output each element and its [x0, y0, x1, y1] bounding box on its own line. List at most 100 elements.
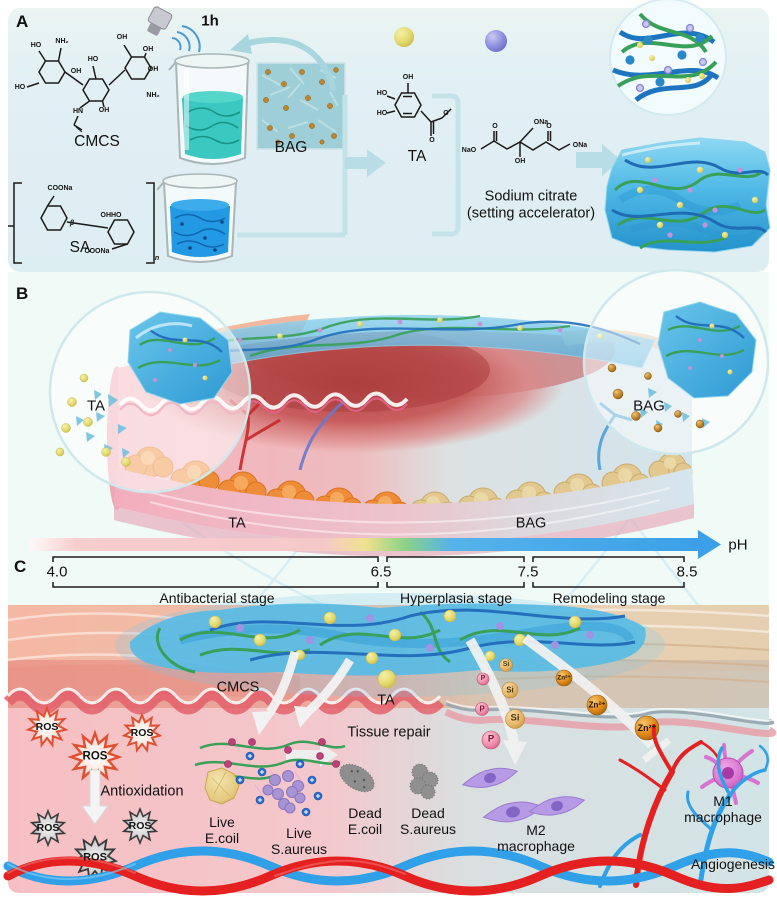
cmcs-atom: NH₂ [55, 37, 69, 45]
ros-label: ROS [36, 821, 60, 834]
antioxidation-label: Antioxidation [100, 783, 184, 800]
ros-label: ROS [130, 726, 154, 739]
cmcs-atom: HN [72, 107, 84, 115]
dead-ecoli-label: Dead E.coil [347, 804, 383, 837]
zn-ion-label: Zn²⁺ [588, 700, 606, 710]
ta-atom: O [429, 136, 435, 144]
arrow-to-ta [345, 149, 386, 177]
citrate-structure [480, 127, 571, 157]
beaker-cmcs [168, 53, 250, 165]
ros-label: ROS [83, 851, 107, 864]
cmcs-atom: OH [98, 106, 110, 114]
p-ion-label: P [479, 704, 485, 714]
zn-ion-label: Zn²⁺ [637, 722, 657, 733]
panel-b [8, 268, 770, 661]
cmcs-atom: OH [147, 65, 159, 73]
bar-bag-label: BAG [515, 515, 547, 532]
zn-ion-label: Zn²⁺ [557, 674, 571, 682]
combine-bracket [432, 93, 461, 237]
inset-bag-label: BAG [633, 397, 665, 415]
inset-ta-release [48, 290, 252, 494]
sa-atom: β [69, 219, 75, 227]
cmcs-atom: OH [142, 45, 154, 53]
bar-ta-label: TA [228, 515, 246, 532]
dead-saureus-label: Dead S.aureus [399, 804, 457, 837]
cmcs-atom: HO [87, 55, 99, 63]
m2-macrophage-label: M2 macrophage [497, 821, 575, 854]
citrate-atom: ONa [572, 141, 588, 149]
cmcs-atom: HO [30, 41, 42, 49]
ta-atom: OH [402, 73, 414, 81]
citrate-atom: O [546, 122, 552, 130]
ros-label: ROS [82, 750, 108, 763]
cmcs-atom: HO [14, 83, 26, 91]
cmcs-atom: NH₂ [146, 91, 160, 99]
p-ion-label: P [480, 674, 486, 682]
ta-atom: HO [376, 109, 388, 117]
beaker-sa [156, 173, 238, 263]
stage-label-remodeling: Remodeling stage [552, 589, 666, 606]
ta-atom: HO [376, 89, 388, 97]
sa-structure [8, 182, 155, 264]
sa-atom: n [154, 254, 160, 262]
cationic-dots [224, 738, 340, 817]
sa-name-label: SA [69, 239, 91, 257]
ph-tick: 8.5 [676, 563, 698, 581]
sa-atom: COONa [47, 184, 73, 192]
cmcs-release-label: CMCS [216, 679, 260, 696]
ta-spheres [55, 373, 131, 467]
ph-tick: 6.5 [370, 563, 392, 581]
citrate-name-label: Sodium citrate [484, 188, 578, 205]
sonication-waves-icon [171, 25, 201, 53]
bag-particles [607, 363, 705, 433]
citrate-atom: NaO [461, 146, 477, 154]
inset-bag-release [582, 268, 770, 456]
ta-structure [386, 83, 452, 136]
hydrogel-slab-c [115, 593, 665, 697]
cmcs-structure [26, 44, 152, 133]
ta-name-label: TA [407, 148, 427, 166]
wedge-hydrogel-cap [149, 314, 656, 379]
ph-brackets [52, 556, 685, 588]
bag-name-label: BAG [274, 139, 308, 157]
network-inset-circle [609, 0, 727, 116]
sa-atom: COONa [84, 247, 110, 255]
arrow-kill [286, 743, 338, 767]
ultrasound-probe-icon [147, 6, 201, 53]
ta-release-label: TA [377, 692, 395, 709]
bottom-vessels [3, 846, 774, 896]
inhibit-bar [641, 737, 672, 763]
bacteria-cluster [194, 738, 439, 817]
ta-atom: O [443, 109, 449, 117]
antioxidation-arrow [81, 769, 109, 825]
panel-c-label: C [14, 557, 27, 576]
si-ion-label: Si [506, 685, 514, 695]
angiogenesis-label: Angiogenesis [690, 855, 776, 872]
cmcs-atom: OH [116, 33, 128, 41]
cmcs-name-label: CMCS [74, 133, 120, 151]
live-ecoli-label: Live E.coil [204, 813, 240, 846]
si-ion-label: Si [502, 660, 510, 668]
ros-label: ROS [128, 819, 152, 832]
stage-label-antibacterial: Antibacterial stage [159, 589, 275, 606]
tissue-repair-label: Tissue repair [347, 724, 431, 741]
ph-label: pH [728, 536, 748, 554]
citrate-atom: OH [514, 157, 526, 165]
ph-tick: 4.0 [46, 563, 68, 581]
inset-ta-label: TA [86, 397, 106, 415]
m1-macrophage [700, 743, 760, 805]
ta-sphere [394, 27, 414, 47]
citrate-atom: ONa [533, 118, 549, 126]
arrow-to-gel [576, 144, 621, 176]
m1-macrophage-label: M1 macrophage [684, 792, 762, 825]
panel-b-label: B [16, 284, 29, 303]
stage-label-hyperplasia: Hyperplasia stage [399, 589, 513, 606]
m2-macrophages [461, 767, 586, 823]
dead-saureus-cell [409, 763, 439, 800]
live-saureus-label: Live S.aureus [270, 824, 328, 857]
panel-a-label: A [16, 12, 29, 31]
ph-arrowhead [698, 530, 721, 559]
citrate-subtitle-label: (setting accelerator) [466, 205, 596, 222]
